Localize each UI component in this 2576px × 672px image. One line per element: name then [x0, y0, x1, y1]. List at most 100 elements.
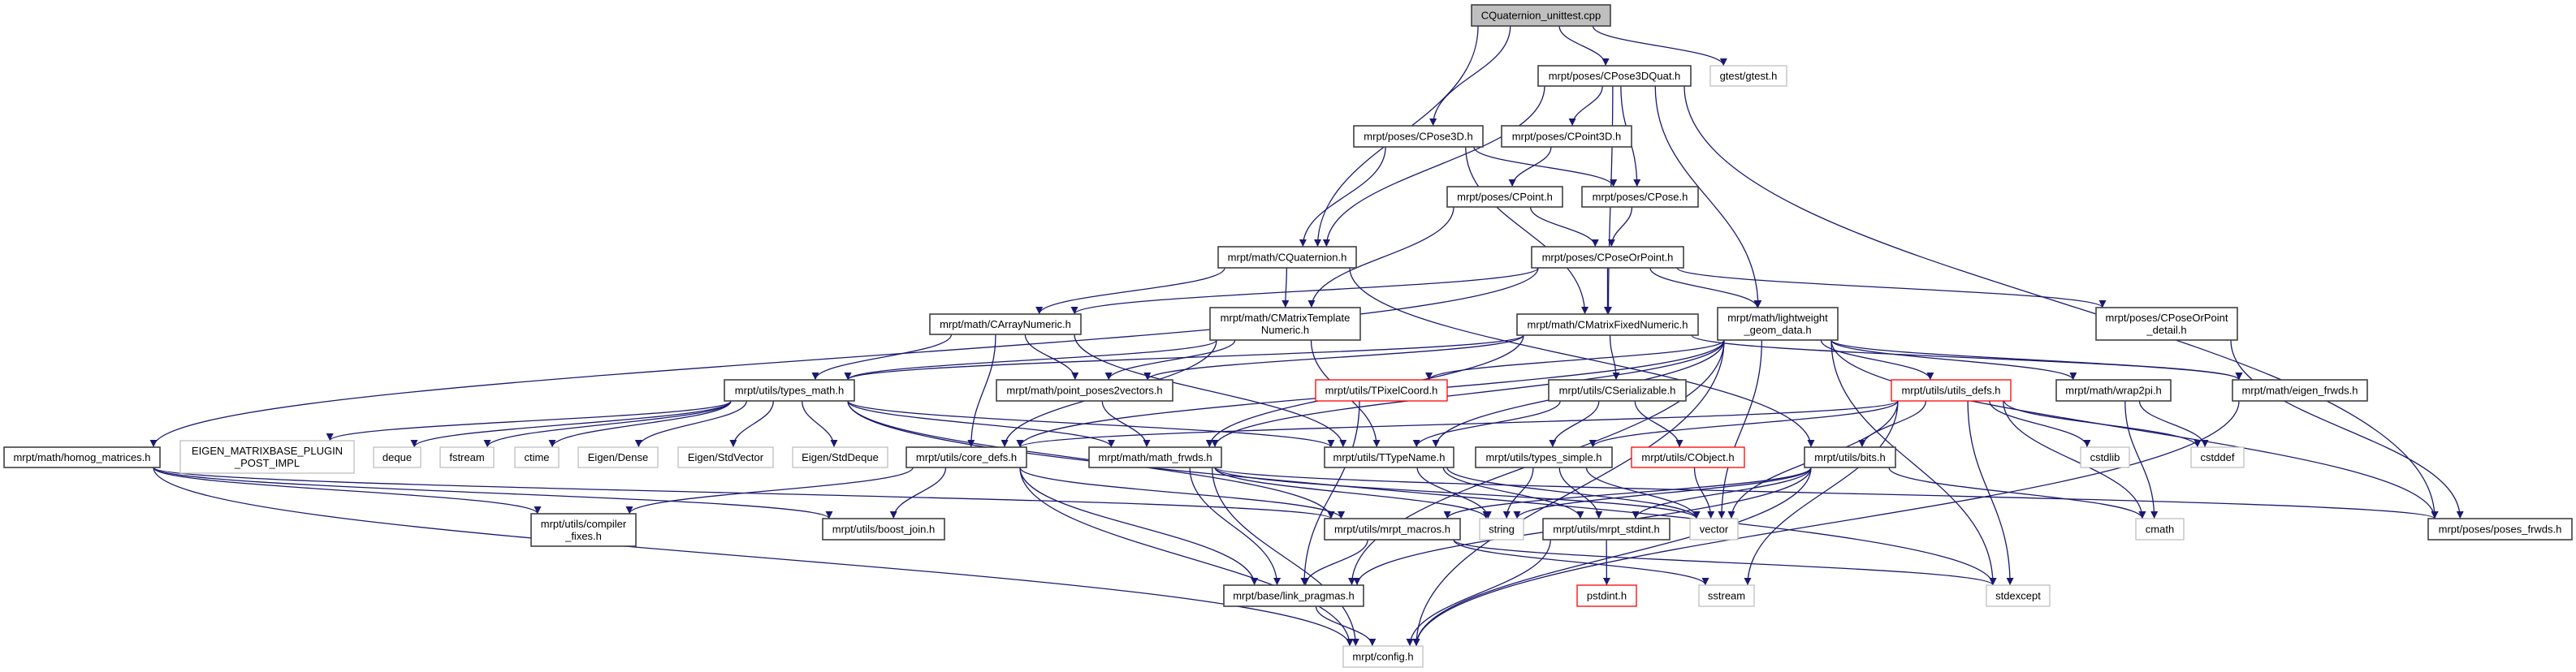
- edge-types-math-to-eigenplugin: [326, 400, 732, 442]
- node-cquaternion[interactable]: mrpt/math/CQuaternion.h: [1217, 246, 1357, 269]
- edge-lightweight-to-tpixelcoord: [1425, 339, 1725, 381]
- edge-cpose3dquat-to-poses-frwds: [1683, 85, 2439, 519]
- node-utils-defs[interactable]: mrpt/utils/utils_defs.h: [1891, 379, 2012, 402]
- node-link-pragmas[interactable]: mrpt/base/link_pragmas.h: [1223, 584, 1364, 607]
- node-lightweight[interactable]: mrpt/math/lightweight_geom_data.h: [1717, 307, 1839, 341]
- edge-cmatrixtemplatenumeric-to-types-math: [844, 339, 1217, 381]
- node-label: mrpt/poses/CPoint.h: [1457, 191, 1553, 203]
- edge-cpose3d-to-cpose: [1473, 146, 1618, 187]
- node-cpose[interactable]: mrpt/poses/CPose.h: [1581, 186, 1699, 208]
- edge-cquaternion-to-bits: [1349, 267, 1815, 448]
- node-pstdint[interactable]: pstdint.h: [1576, 584, 1637, 607]
- node-label: mrpt/math/CMatrixFixedNumeric.h: [1528, 319, 1688, 331]
- node-box: [1576, 584, 1637, 607]
- node-boost-join[interactable]: mrpt/utils/boost_join.h: [822, 518, 945, 541]
- node-wrap2pi[interactable]: mrpt/math/wrap2pi.h: [2055, 379, 2172, 402]
- edge-core-defs-to-link-pragmas: [1019, 467, 1259, 586]
- edge-cpose3d-to-cmatrixfixednumeric: [1465, 146, 1589, 315]
- node-types-simple[interactable]: mrpt/utils/types_simple.h: [1475, 446, 1613, 468]
- node-core-defs[interactable]: mrpt/utils/core_defs.h: [905, 446, 1027, 468]
- node-cmatrixfixednumeric[interactable]: mrpt/math/CMatrixFixedNumeric.h: [1516, 313, 1699, 336]
- node-types-math[interactable]: mrpt/utils/types_math.h: [724, 379, 855, 402]
- node-label: cstddef: [2201, 451, 2235, 463]
- node-box: [1709, 65, 1787, 87]
- node-box: [1689, 518, 1739, 541]
- edge-utils-defs-to-stdexcept: [1967, 400, 2014, 586]
- node-mrpt-macros[interactable]: mrpt/utils/mrpt_macros.h: [1324, 518, 1461, 541]
- node-homog[interactable]: mrpt/math/homog_matrices.h: [3, 446, 161, 468]
- node-box: [905, 446, 1027, 468]
- node-label: mrpt/math/CArrayNumeric.h: [940, 318, 1071, 330]
- node-box: [2095, 307, 2238, 341]
- node-label: cstdlib: [2090, 451, 2120, 463]
- node-math-frwds[interactable]: mrpt/math/math_frwds.h: [1088, 446, 1222, 468]
- node-eigen-frwds[interactable]: mrpt/math/eigen_frwds.h: [2232, 379, 2368, 402]
- node-label: mrpt/poses/CPose3DQuat.h: [1549, 70, 1681, 82]
- edge-cpoint-to-cmatrixtemplatenumeric: [1307, 206, 1454, 308]
- edge-lightweight-to-utils-defs: [1820, 339, 1934, 381]
- node-cposeorpoint-detail[interactable]: mrpt/poses/CPoseOrPoint_detail.h: [2095, 307, 2238, 341]
- node-poses-frwds[interactable]: mrpt/poses/poses_frwds.h: [2427, 518, 2573, 541]
- edge-math-frwds-to-config: [1211, 467, 1359, 647]
- node-box: [1475, 446, 1613, 468]
- node-cpose3d[interactable]: mrpt/poses/CPose3D.h: [1353, 125, 1484, 148]
- node-point-poses2vectors[interactable]: mrpt/math/point_poses2vectors.h: [996, 379, 1173, 402]
- node-box: [2232, 379, 2368, 402]
- node-box: [530, 513, 637, 547]
- node-label: mrpt/poses/CPoint3D.h: [1512, 131, 1621, 143]
- node-cobject[interactable]: mrpt/utils/CObject.h: [1631, 446, 1745, 468]
- node-box: [2055, 379, 2172, 402]
- node-box: [1542, 518, 1671, 541]
- node-label: gtest/gtest.h: [1720, 70, 1778, 82]
- node-label: mrpt/utils/TPixelCoord.h: [1325, 385, 1438, 397]
- node-label: mrpt/poses/poses_frwds.h: [2439, 523, 2562, 536]
- node-ctime: ctime: [514, 446, 560, 468]
- node-box: [1548, 379, 1687, 402]
- node-cpose3dquat[interactable]: mrpt/poses/CPose3DQuat.h: [1537, 65, 1692, 87]
- node-cserializable[interactable]: mrpt/utils/CSerializable.h: [1548, 379, 1687, 402]
- edge-core-defs-to-boost-join: [889, 467, 947, 519]
- node-cpoint3d[interactable]: mrpt/poses/CPoint3D.h: [1501, 125, 1632, 148]
- node-compiler-fixes[interactable]: mrpt/utils/compiler_fixes.h: [530, 513, 637, 547]
- edge-unittest-to-gtest: [1592, 25, 1727, 67]
- node-ttypename[interactable]: mrpt/utils/TTypeName.h: [1324, 446, 1454, 468]
- node-cstddef: cstddef: [2190, 446, 2245, 468]
- edge-utils-defs-to-core-defs: [1016, 400, 1899, 448]
- node-bits[interactable]: mrpt/utils/bits.h: [1804, 446, 1896, 468]
- node-box: [792, 446, 888, 468]
- node-box: [1209, 307, 1361, 341]
- node-cposeorpoint[interactable]: mrpt/poses/CPoseOrPoint.h: [1531, 246, 1684, 269]
- node-label: stdexcept: [1995, 590, 2041, 602]
- node-unittest[interactable]: CQuaternion_unittest.cpp: [1471, 4, 1611, 27]
- node-label: CQuaternion_unittest.cpp: [1481, 10, 1601, 22]
- node-mrpt-stdint[interactable]: mrpt/utils/mrpt_stdint.h: [1542, 518, 1671, 541]
- node-label: fstream: [449, 451, 484, 463]
- node-box: [514, 446, 560, 468]
- node-box: [1324, 518, 1461, 541]
- edge-cmatrixfixednumeric-to-eigen-frwds: [1691, 334, 2243, 381]
- node-tpixelcoord[interactable]: mrpt/utils/TPixelCoord.h: [1315, 379, 1448, 402]
- node-label: EIGEN_MATRIXBASE_PLUGIN_POST_IMPL: [192, 445, 343, 469]
- node-box: [1324, 446, 1454, 468]
- edge-cpose-to-cposeorpoint: [1607, 206, 1633, 248]
- node-carraynumeric[interactable]: mrpt/math/CArrayNumeric.h: [929, 313, 1082, 335]
- edge-types-math-to-stdexcept: [847, 400, 1997, 586]
- node-box: [2190, 446, 2245, 468]
- node-box: [822, 518, 945, 541]
- edge-types-math-to-eigenstdvector: [729, 400, 775, 448]
- edge-lightweight-to-poses-frwds: [1830, 339, 2439, 519]
- edge-types-simple-to-string: [1502, 467, 1534, 519]
- node-box: [1479, 518, 1524, 541]
- node-label: Eigen/StdVector: [688, 451, 764, 463]
- node-box: [1471, 4, 1611, 27]
- node-cpoint[interactable]: mrpt/poses/CPoint.h: [1446, 186, 1563, 208]
- node-gtest: gtest/gtest.h: [1709, 65, 1787, 87]
- edge-types-math-to-eigendense: [634, 400, 747, 448]
- edge-utils-defs-to-cstddef: [2003, 400, 2202, 448]
- edge-carraynumeric-to-point-poses2vectors: [1024, 334, 1079, 381]
- node-box: [2135, 518, 2185, 541]
- edge-link-pragmas-to-config: [1315, 605, 1377, 647]
- edge-tpixelcoord-to-link-pragmas: [1300, 400, 1360, 586]
- edge-types-math-to-math-frwds: [847, 400, 1115, 448]
